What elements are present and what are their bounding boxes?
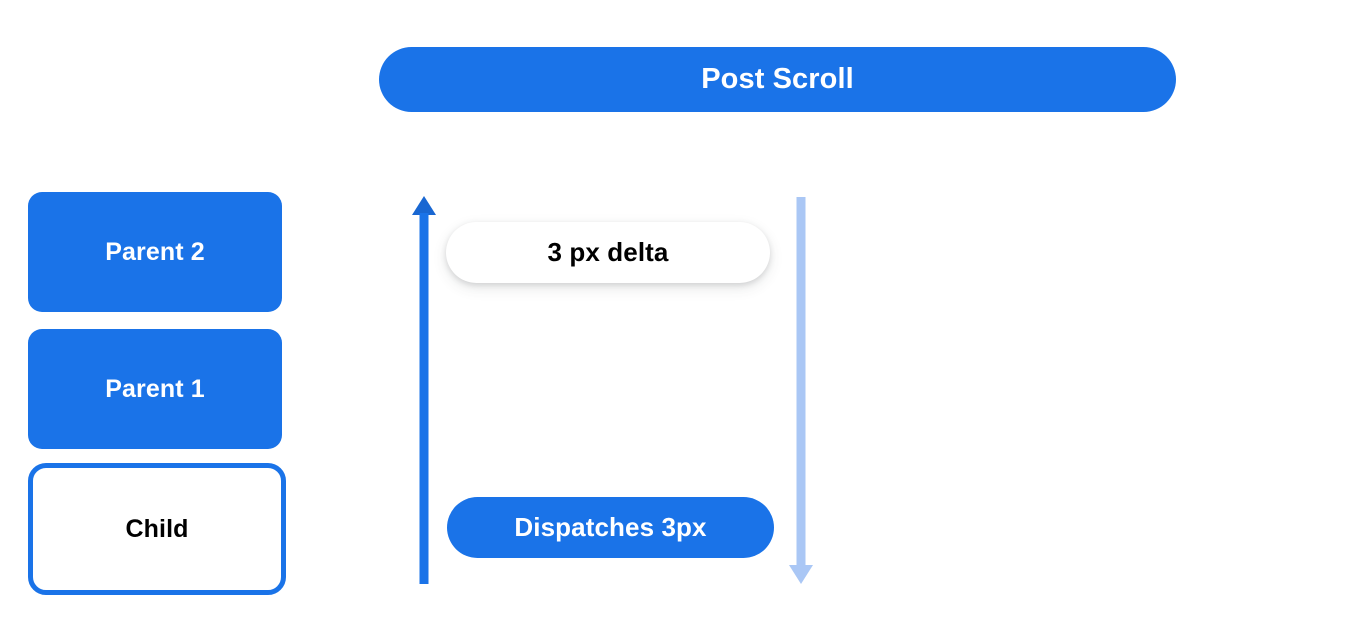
node-child-label: Child	[125, 514, 189, 543]
bubble-up-arrow-head	[412, 196, 436, 215]
bubble-up-arrow-shaft	[419, 213, 429, 584]
node-parent-2: Parent 2	[28, 192, 282, 312]
dispatch-pill-label: Dispatches 3px	[514, 512, 707, 542]
post-scroll-banner-label: Post Scroll	[701, 63, 854, 95]
delta-pill: 3 px delta	[446, 222, 770, 283]
node-parent-1-label: Parent 1	[105, 374, 205, 403]
dispatch-pill: Dispatches 3px	[447, 497, 774, 558]
post-scroll-banner: Post Scroll	[379, 47, 1176, 112]
node-parent-1: Parent 1	[28, 329, 282, 449]
dispatch-down-arrow-shaft	[796, 197, 806, 567]
dispatch-down-arrow-icon	[788, 197, 814, 584]
dispatch-down-arrow-head	[789, 565, 813, 584]
node-parent-2-label: Parent 2	[105, 237, 205, 266]
bubble-up-arrow-icon	[411, 196, 437, 584]
node-child: Child	[28, 463, 286, 595]
delta-pill-label: 3 px delta	[547, 237, 669, 267]
